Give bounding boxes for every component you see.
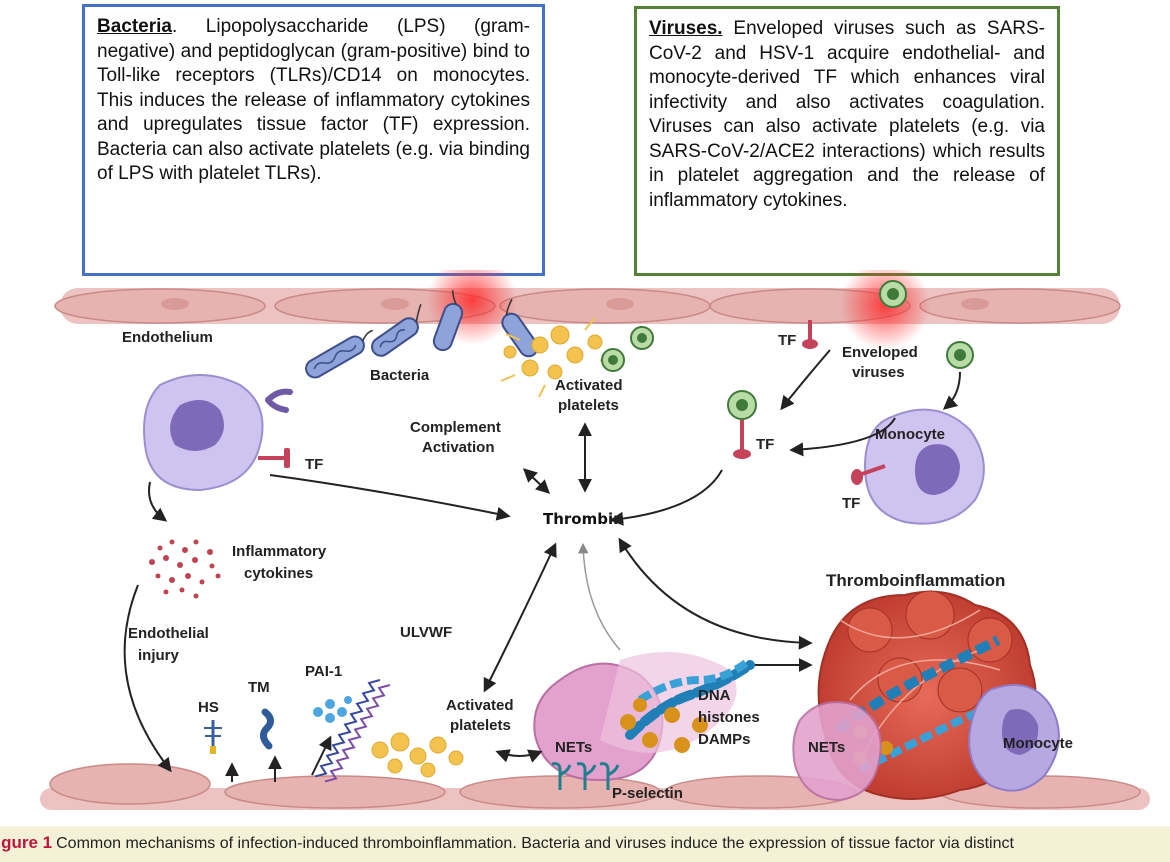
endothelial-label: Endothelial (128, 625, 209, 642)
viruses-label: viruses (852, 364, 905, 381)
caption-text: Common mechanisms of infection-induced t… (56, 835, 1014, 852)
cytokines-label: cytokines (244, 565, 313, 582)
viruses-box-text: Enveloped viruses such as SARS-CoV-2 and… (649, 18, 1045, 211)
thrombin-label: Thrombin (543, 510, 624, 528)
pathway-arrows (123, 349, 961, 782)
tf-label-top: TF (778, 332, 796, 349)
top-endothelium (54, 270, 1121, 350)
platelets-label-top: platelets (558, 397, 619, 414)
thromboinflammation-diagram: Endothelium Bacteria TF Activated platel… (40, 270, 1150, 810)
activated-label-bottom: Activated (446, 697, 514, 714)
thrombus-clot (792, 590, 1060, 802)
bacteria-label: Bacteria (370, 367, 430, 384)
activated-label-top: Activated (555, 377, 623, 394)
hs-label: HS (198, 699, 219, 716)
damps-label: DAMPs (698, 731, 751, 748)
tf-label-left: TF (305, 456, 323, 473)
tf-receptor-middle (733, 420, 751, 459)
tf-label-middle: TF (756, 436, 774, 453)
tm-icon (260, 708, 274, 750)
nets-label-middle: NETs (555, 739, 592, 756)
nets-cell-middle (533, 652, 755, 782)
activated-platelets-bottom (371, 732, 464, 778)
enveloped-label: Enveloped (842, 344, 918, 361)
monocyte-label-right: Monocyte (875, 426, 945, 443)
tf-label-right: TF (842, 495, 860, 512)
pathway-arrows-grey (578, 542, 621, 651)
tm-label: TM (248, 679, 270, 696)
viruses-text-box: Viruses. Enveloped viruses such as SARS-… (634, 6, 1060, 276)
viruses-box-title: Viruses. (649, 18, 723, 39)
dna-label: DNA (698, 687, 731, 704)
inflammatory-label: Inflammatory (232, 543, 327, 560)
histones-label: histones (698, 709, 760, 726)
hs-icon (204, 720, 222, 754)
inflammatory-cytokines-dots (149, 539, 221, 599)
injury-label: injury (138, 647, 179, 664)
figure-number: Figure 1 (0, 833, 53, 852)
p-selectin-label: P-selectin (612, 785, 683, 802)
pai1-label: PAI-1 (305, 663, 342, 680)
left-monocyte (143, 374, 293, 492)
p-selectin-receptors (551, 762, 620, 790)
tf-receptor-top (802, 320, 818, 349)
ulvwf-strands (314, 679, 391, 783)
bacteria-icons (305, 290, 539, 379)
right-monocyte (851, 408, 985, 525)
bacteria-box-text: . Lipopolysaccharide (LPS) (gram-negativ… (97, 16, 530, 184)
bacteria-box-title: Bacteria (97, 16, 172, 37)
complement-label: Complement (410, 419, 501, 436)
pai1-icon (313, 696, 352, 723)
bacteria-text-box: Bacteria. Lipopolysaccharide (LPS) (gram… (82, 4, 545, 276)
monocyte-label-clot: Monocyte (1003, 735, 1073, 752)
ulvwf-label: ULVWF (400, 624, 452, 641)
thromboinflammation-label: Thromboinflammation (826, 571, 1005, 590)
endothelium-label: Endothelium (122, 329, 213, 346)
platelets-label-bottom: platelets (450, 717, 511, 734)
activation-label: Activation (422, 439, 495, 456)
nets-label-clot: NETs (808, 739, 845, 756)
activated-platelets-top (500, 317, 613, 398)
